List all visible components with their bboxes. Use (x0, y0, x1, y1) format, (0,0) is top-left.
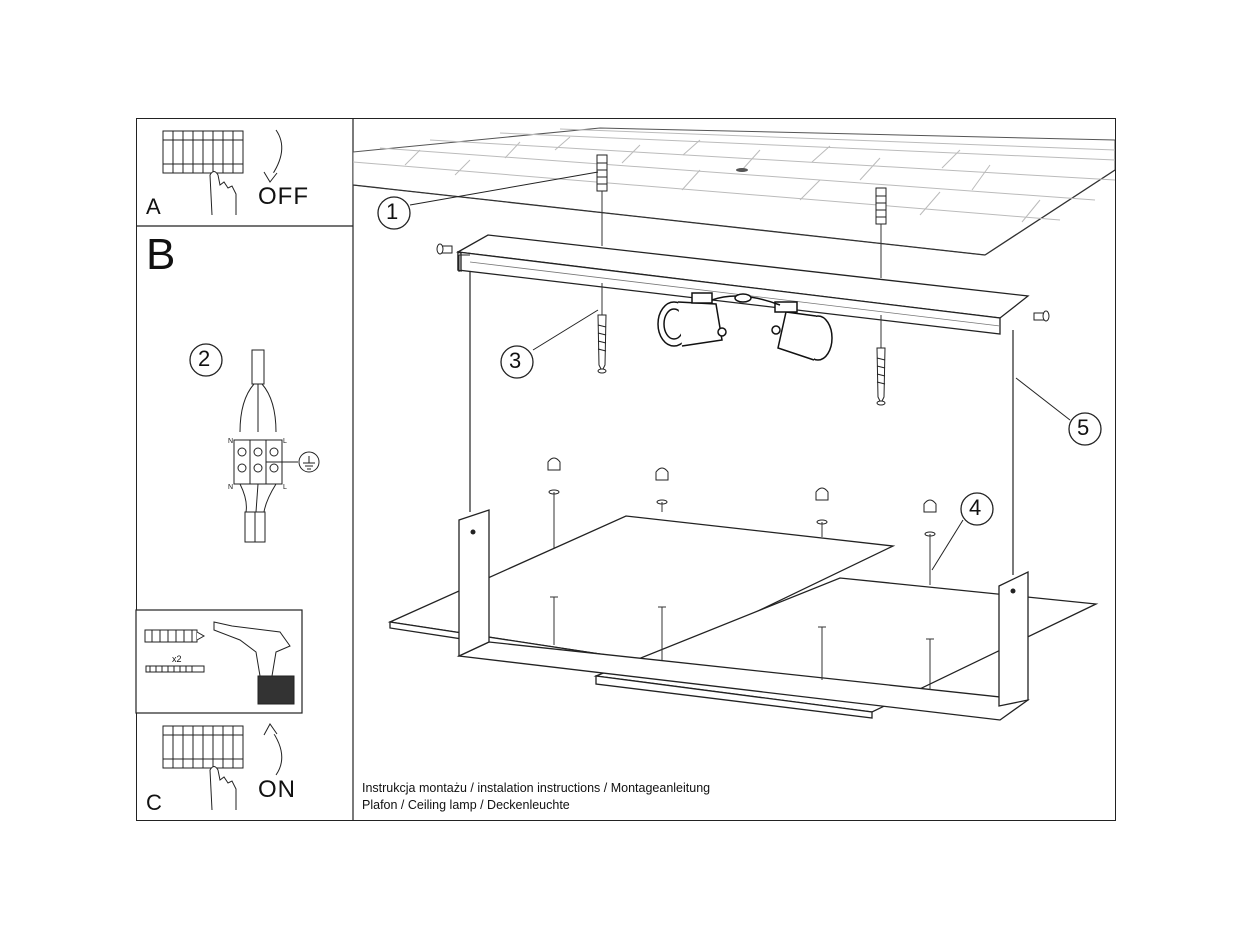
step-a-label: A (146, 194, 161, 219)
caption-line-2: Plafon / Ceiling lamp / Deckenleuchte (362, 798, 570, 812)
lamp-socket (657, 292, 833, 361)
terminal-l-bottom: L (283, 484, 287, 491)
quantity-label: x2 (172, 654, 182, 664)
lamp-shade (387, 509, 1099, 721)
callout-4: 4 (969, 495, 982, 520)
callout-3: 3 (509, 348, 522, 373)
caption-line-1: Instrukcja montażu / instalation instruc… (362, 781, 711, 795)
mounting-screw (597, 283, 886, 406)
callout-2: 2 (198, 346, 211, 371)
callout-1: 1 (386, 199, 399, 224)
instruction-frame (136, 118, 1116, 821)
step-c-state: ON (258, 776, 296, 803)
step-b-label: B (146, 230, 176, 279)
terminal-n-bottom: N (228, 484, 234, 491)
callout-5: 5 (1077, 415, 1090, 440)
cap-nut (547, 457, 937, 585)
step-a-state: OFF (258, 183, 309, 210)
step-c-label: C (146, 790, 162, 815)
terminal-n-top: N (228, 438, 234, 445)
terminal-l-top: L (283, 438, 287, 445)
